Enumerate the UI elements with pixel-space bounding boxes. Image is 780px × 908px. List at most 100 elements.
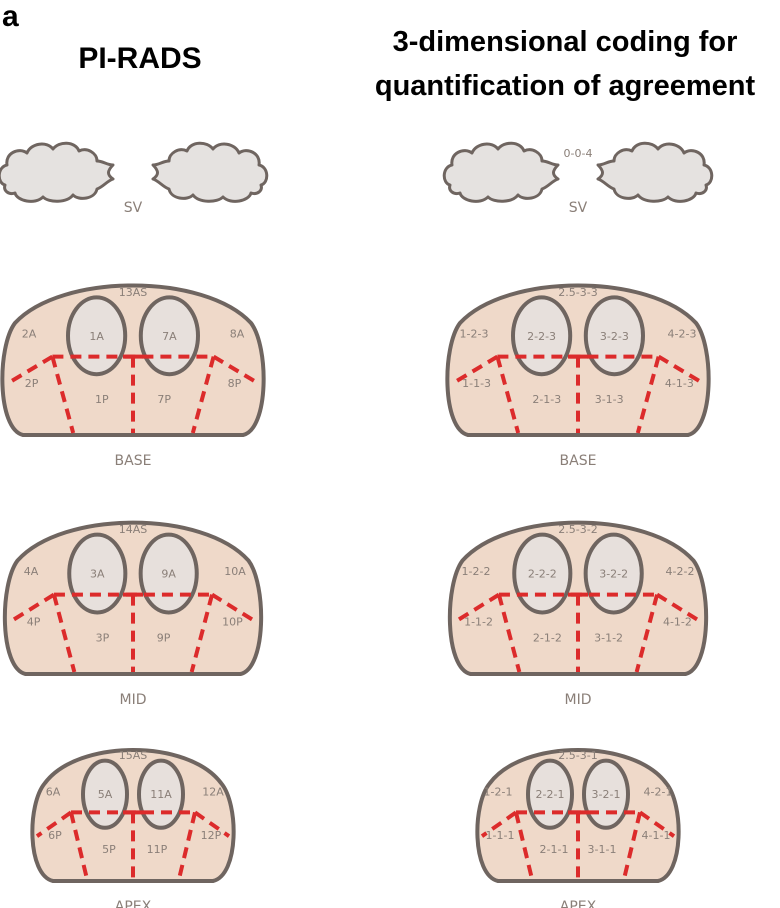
right-lateral-division-line [210,592,258,624]
zone-label-right-central-posterior: 7P [157,393,171,406]
zone-label-left-posterior: 4P [27,615,41,628]
zone-label-right-central: 3-2-2 [599,568,628,581]
left-column-title: PI-RADS [78,42,202,75]
zone-label-left-posterior: 1-1-3 [462,377,491,390]
zone-label-anterior-stroma: 2.5-3-2 [558,523,597,536]
right-lateral-division-line [657,354,706,386]
zone-label-right-anterior: 8A [230,327,245,340]
midline-marker [568,354,588,359]
zone-label-left-central-posterior: 2-1-1 [540,843,569,856]
zone-label-left-anterior: 2A [22,327,37,340]
right-apex-slice [475,748,681,883]
right-lateral-division-line [212,354,261,386]
zone-label-left-central-posterior: 2-1-2 [533,632,562,645]
left-lateral-division-line [480,810,518,838]
left-lateral-division-line [35,810,73,838]
right-posterior-division-line [190,356,216,434]
left-sv-label: SV [124,200,143,216]
zone-label-left-posterior: 1-1-1 [486,829,515,842]
zone-label-left-anterior: 6A [46,786,61,799]
zone-label-right-central-posterior: 11P [147,843,168,856]
zone-label-right-central: 3-2-1 [592,788,621,801]
zone-label-left-central: 5A [98,788,113,801]
left-lateral-division-line [8,592,56,624]
zone-label-left-anterior: 4A [24,565,39,578]
midline-marker [568,592,588,597]
left-posterior-division-line [50,356,76,434]
zone-label-right-posterior: 4-1-3 [665,377,694,390]
right-posterior-division-line [634,594,659,673]
panel-letter: a [2,0,19,33]
zone-label-right-anterior: 4-2-2 [666,565,695,578]
midline-marker [568,810,588,815]
seminal-vesicle-shape [596,141,714,203]
zone-label-left-central: 2-2-3 [527,330,556,343]
right-lateral-division-line [638,810,676,838]
zone-label-right-posterior: 4-1-2 [663,615,692,628]
zone-label-right-anterior: 12A [202,786,224,799]
zone-label-right-central-posterior: 3-1-1 [588,843,617,856]
right-mid-slice [447,520,709,676]
zone-label-left-anterior: 1-2-2 [462,565,491,578]
zone-label-anterior-stroma: 2.5-3-1 [558,749,597,762]
right-sv-code-label: 0-0-4 [564,147,593,160]
zone-label-left-posterior: 6P [48,829,62,842]
left-posterior-division-line [497,594,522,673]
left-posterior-division-line [514,811,534,880]
zone-label-right-posterior: 10P [222,615,243,628]
seminal-vesicle-shape [442,141,560,203]
right-left-seminal-vesicle [442,141,560,203]
zone-label-left-central: 1A [89,330,104,343]
seminal-vesicle-shape [0,141,115,203]
section-label-mid: MID [120,692,147,708]
left-base-slice [0,283,266,437]
left-lateral-division-line [453,592,501,624]
left-posterior-division-line [69,811,89,880]
zone-label-left-anterior: 1-2-3 [460,327,489,340]
section-label-apex: APEX [560,899,597,908]
zone-label-left-central: 2-2-1 [536,788,565,801]
zone-label-right-central: 11A [150,788,172,801]
zone-label-right-anterior: 4-2-1 [644,786,673,799]
seminal-vesicle-shape [151,141,269,203]
zone-label-left-central: 2-2-2 [528,568,557,581]
left-apex-slice [30,748,236,883]
section-label-apex: APEX [115,899,152,908]
zone-label-right-central-posterior: 3-1-2 [594,632,623,645]
left-posterior-division-line [495,356,521,434]
zone-label-right-posterior: 12P [201,829,222,842]
zone-label-right-central-posterior: 3-1-3 [595,393,624,406]
section-label-mid: MID [565,692,592,708]
midline-marker [123,592,143,597]
right-column-title-line1: 3-dimensional coding for [392,26,738,58]
zone-label-right-posterior: 8P [228,377,242,390]
zone-label-right-anterior: 4-2-3 [668,327,697,340]
midline-marker [123,810,143,815]
left-right-seminal-vesicle [151,141,269,203]
zone-label-left-central: 3A [90,568,105,581]
midline-marker [123,354,143,359]
right-base-slice [445,283,711,437]
zone-label-anterior-stroma: 13AS [119,286,148,299]
right-posterior-division-line [635,356,661,434]
zone-label-left-central-posterior: 2-1-3 [532,393,561,406]
zone-label-left-central-posterior: 5P [102,843,116,856]
right-lateral-division-line [193,810,231,838]
right-posterior-division-line [177,811,197,880]
section-label-base: BASE [560,453,597,469]
zone-label-left-posterior: 2P [25,377,39,390]
zone-label-right-posterior: 4-1-1 [642,829,671,842]
left-posterior-division-line [52,594,77,673]
zone-label-right-central: 9A [161,568,176,581]
zone-label-left-central-posterior: 3P [96,632,110,645]
right-right-seminal-vesicle [596,141,714,203]
zone-label-anterior-stroma: 2.5-3-3 [558,286,597,299]
right-posterior-division-line [622,811,642,880]
section-label-base: BASE [115,453,152,469]
zone-label-right-central-posterior: 9P [157,632,171,645]
right-lateral-division-line [655,592,703,624]
zone-label-right-central: 7A [162,330,177,343]
left-left-seminal-vesicle [0,141,115,203]
left-mid-slice [2,520,264,676]
